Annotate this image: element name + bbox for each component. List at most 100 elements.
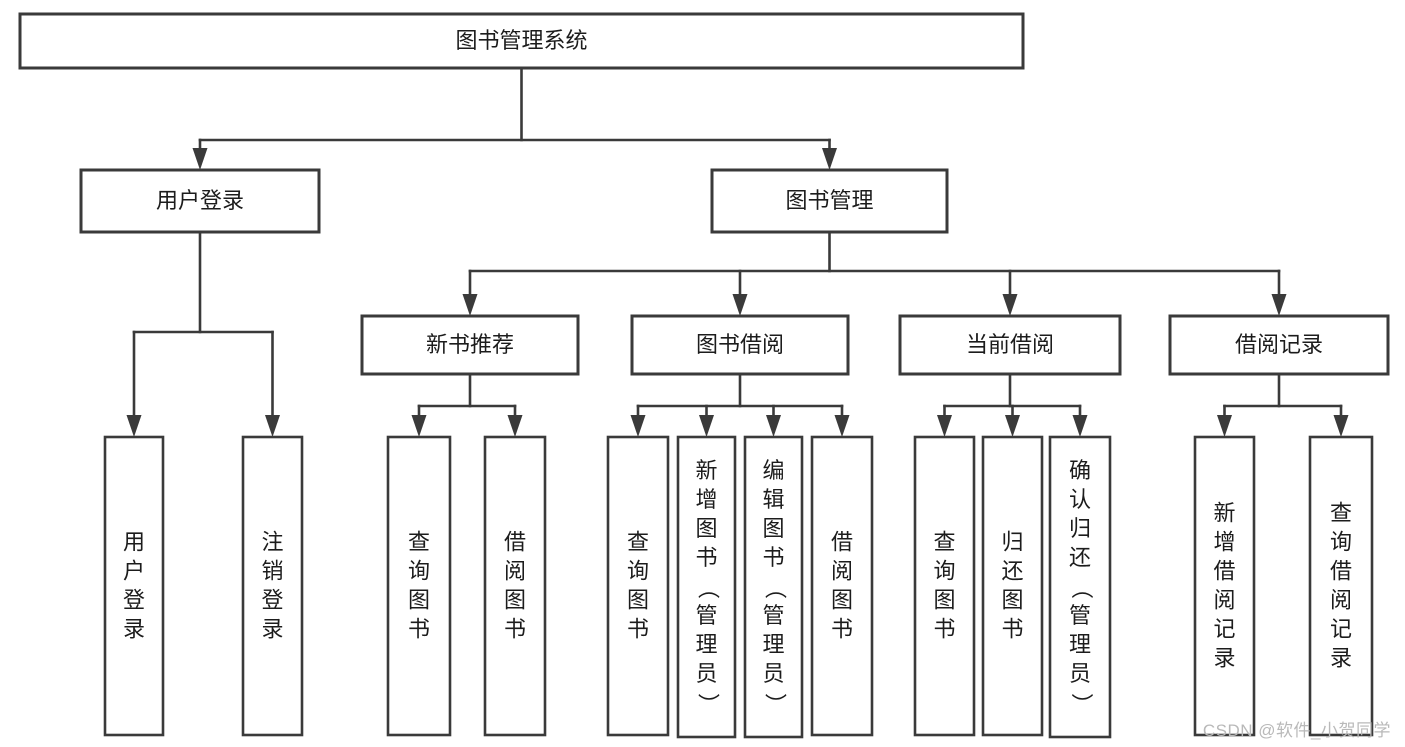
node-book-manage[interactable]: 图书管理 (710, 168, 949, 234)
node-box (1308, 435, 1374, 737)
svg-text:还: 还 (1001, 558, 1023, 583)
svg-text:）: ） (763, 693, 788, 715)
node-label: 图书管理 (785, 188, 873, 213)
node-box (1193, 435, 1256, 737)
node-box (241, 435, 304, 737)
node-new-book-rec[interactable]: 新书推荐 (360, 314, 580, 376)
node-borrow-record[interactable]: 借阅记录 (1168, 314, 1390, 376)
arrow-head (834, 415, 850, 437)
svg-text:录: 录 (123, 616, 145, 641)
svg-text:户: 户 (123, 558, 145, 583)
svg-text:录: 录 (1330, 645, 1352, 670)
node-box (710, 168, 949, 234)
node-leaf-user-login[interactable]: 用户登录 (103, 435, 165, 737)
arrow-head (1002, 294, 1018, 316)
node-current-borrow[interactable]: 当前借阅 (898, 314, 1122, 376)
svg-text:）: ） (1069, 693, 1094, 715)
svg-text:书: 书 (831, 616, 853, 641)
svg-text:图: 图 (1001, 587, 1023, 612)
svg-text:还: 还 (1069, 545, 1091, 570)
svg-text:查: 查 (627, 529, 649, 554)
arrow-head (1333, 415, 1349, 437)
svg-text:图: 图 (762, 516, 784, 541)
svg-text:询: 询 (627, 558, 649, 583)
edge-group-root (192, 66, 837, 170)
svg-text:图: 图 (831, 587, 853, 612)
svg-text:登: 登 (123, 587, 145, 612)
svg-text:借: 借 (1330, 558, 1352, 583)
svg-text:阅: 阅 (1330, 587, 1352, 612)
node-box (1168, 314, 1390, 376)
arrow-head (1072, 415, 1088, 437)
node-box (103, 435, 165, 737)
svg-text:询: 询 (933, 558, 955, 583)
svg-text:书: 书 (408, 616, 430, 641)
svg-text:查: 查 (408, 529, 430, 554)
edge-group-user-login (126, 230, 280, 437)
node-box (743, 435, 804, 739)
svg-text:归: 归 (1001, 529, 1023, 554)
svg-text:员: 员 (1069, 661, 1091, 686)
node-box (913, 435, 976, 737)
svg-text:（: （ (1069, 577, 1094, 599)
node-root[interactable]: 图书管理系统 (18, 12, 1025, 70)
svg-text:登: 登 (261, 587, 283, 612)
arrow-head (699, 415, 714, 437)
arrow-head (192, 148, 208, 170)
svg-text:增: 增 (1213, 529, 1235, 554)
svg-text:书: 书 (504, 616, 526, 641)
node-box (676, 435, 737, 739)
svg-text:录: 录 (1213, 645, 1235, 670)
node-label: 新书推荐 (426, 332, 514, 357)
svg-text:借: 借 (1213, 558, 1235, 583)
node-box (483, 435, 547, 737)
edge-group-borrow-record (1217, 372, 1349, 437)
node-book-borrow[interactable]: 图书借阅 (630, 314, 850, 376)
node-box (18, 12, 1025, 70)
arrow-head (1217, 415, 1232, 437)
arrow-head (265, 415, 280, 437)
svg-text:书: 书 (627, 616, 649, 641)
svg-text:）: ） (696, 693, 721, 715)
svg-text:新: 新 (695, 458, 717, 483)
node-box (1048, 435, 1112, 739)
svg-text:借: 借 (504, 529, 526, 554)
svg-text:书: 书 (1001, 616, 1023, 641)
svg-text:员: 员 (762, 661, 784, 686)
svg-text:注: 注 (261, 529, 283, 554)
svg-text:销: 销 (261, 558, 283, 583)
node-user-login[interactable]: 用户登录 (79, 168, 321, 234)
node-box (810, 435, 874, 737)
node-label: 图书管理系统 (455, 28, 587, 53)
svg-text:阅: 阅 (831, 558, 853, 583)
node-layer: 图书管理系统用户登录图书管理新书推荐图书借阅当前借阅借阅记录用户登录注销登录查询… (18, 12, 1390, 739)
svg-text:管: 管 (695, 603, 717, 628)
arrow-head (126, 415, 142, 437)
svg-text:询: 询 (408, 558, 430, 583)
node-label: 用户登录 (123, 529, 145, 641)
svg-text:（: （ (763, 577, 788, 599)
arrow-head (411, 415, 427, 437)
